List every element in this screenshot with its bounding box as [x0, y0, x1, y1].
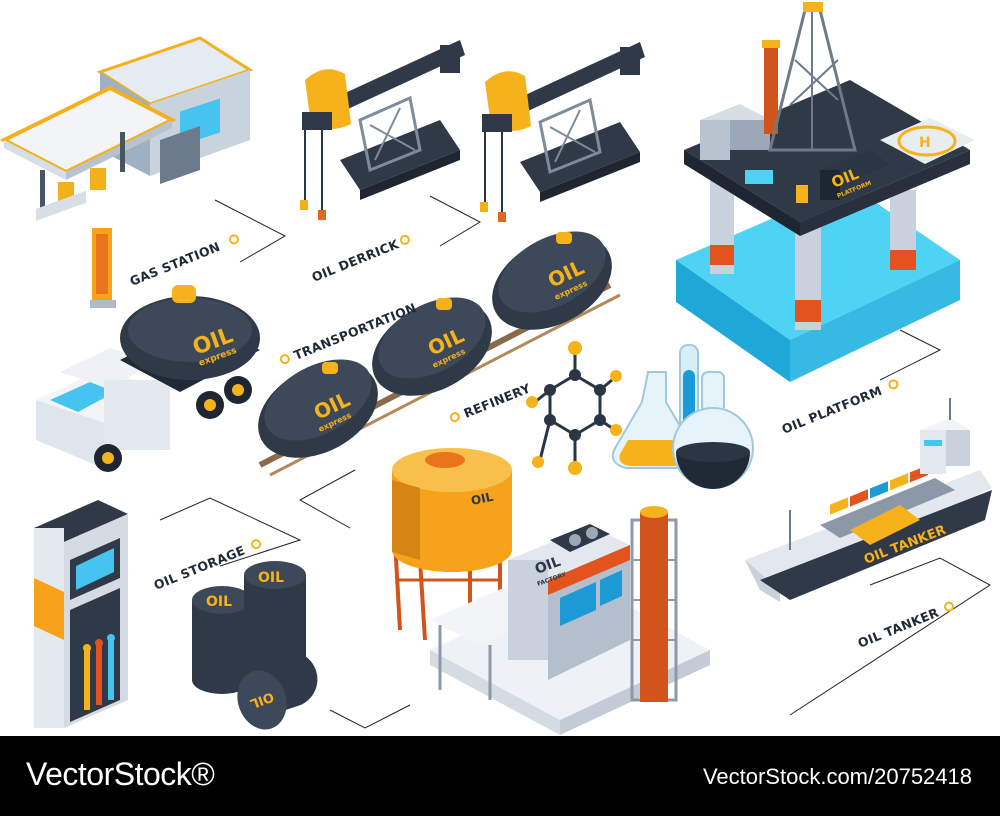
train-illustration: OIL express OIL express OIL express — [258, 231, 621, 477]
helipad-h: H — [919, 135, 931, 151]
refinery-factory-illustration: OIL FACTORY — [430, 506, 710, 735]
oil-industry-illustration: H OIL PLATFORM OIL express — [0, 2, 992, 735]
oil-derrick-label: OIL DERRICK — [310, 236, 402, 285]
pumpjack-left-illustration — [300, 40, 465, 220]
storage-tank-illustration: OIL — [392, 448, 512, 641]
oil-platform-label: OIL PLATFORM — [780, 383, 885, 437]
oil-tanker-label: OIL TANKER — [856, 605, 942, 651]
connector-lines — [159, 195, 991, 729]
storage-tank-oil-label: OIL — [470, 490, 495, 508]
oil-platform-illustration: H OIL PLATFORM — [676, 2, 975, 382]
gas-station-label: GAS STATION — [128, 239, 223, 289]
barrel1-oil-label: OIL — [206, 594, 232, 610]
watermark-footer: VectorStock® VectorStock.com/20752418 — [0, 736, 1000, 816]
lab-flasks-illustration — [611, 344, 754, 489]
fuel-dispenser-illustration — [34, 500, 128, 728]
image-id-text: VectorStock.com/20752418 — [702, 764, 972, 789]
oil-storage-label: OIL STORAGE — [152, 542, 248, 592]
gas-station-illustration — [0, 36, 254, 308]
refinery-label: REFINERY — [462, 380, 534, 421]
oil-barrels-illustration: OIL OIL OIL — [192, 561, 318, 730]
pumpjack-right-illustration — [480, 42, 645, 222]
vectorstock-brand: VectorStock® — [26, 756, 215, 792]
barrel2-oil-label: OIL — [258, 570, 284, 586]
oil-truck-illustration: OIL express — [36, 285, 260, 472]
oil-tanker-ship-illustration: OIL TANKER — [745, 398, 992, 602]
molecule-illustration — [526, 341, 622, 475]
